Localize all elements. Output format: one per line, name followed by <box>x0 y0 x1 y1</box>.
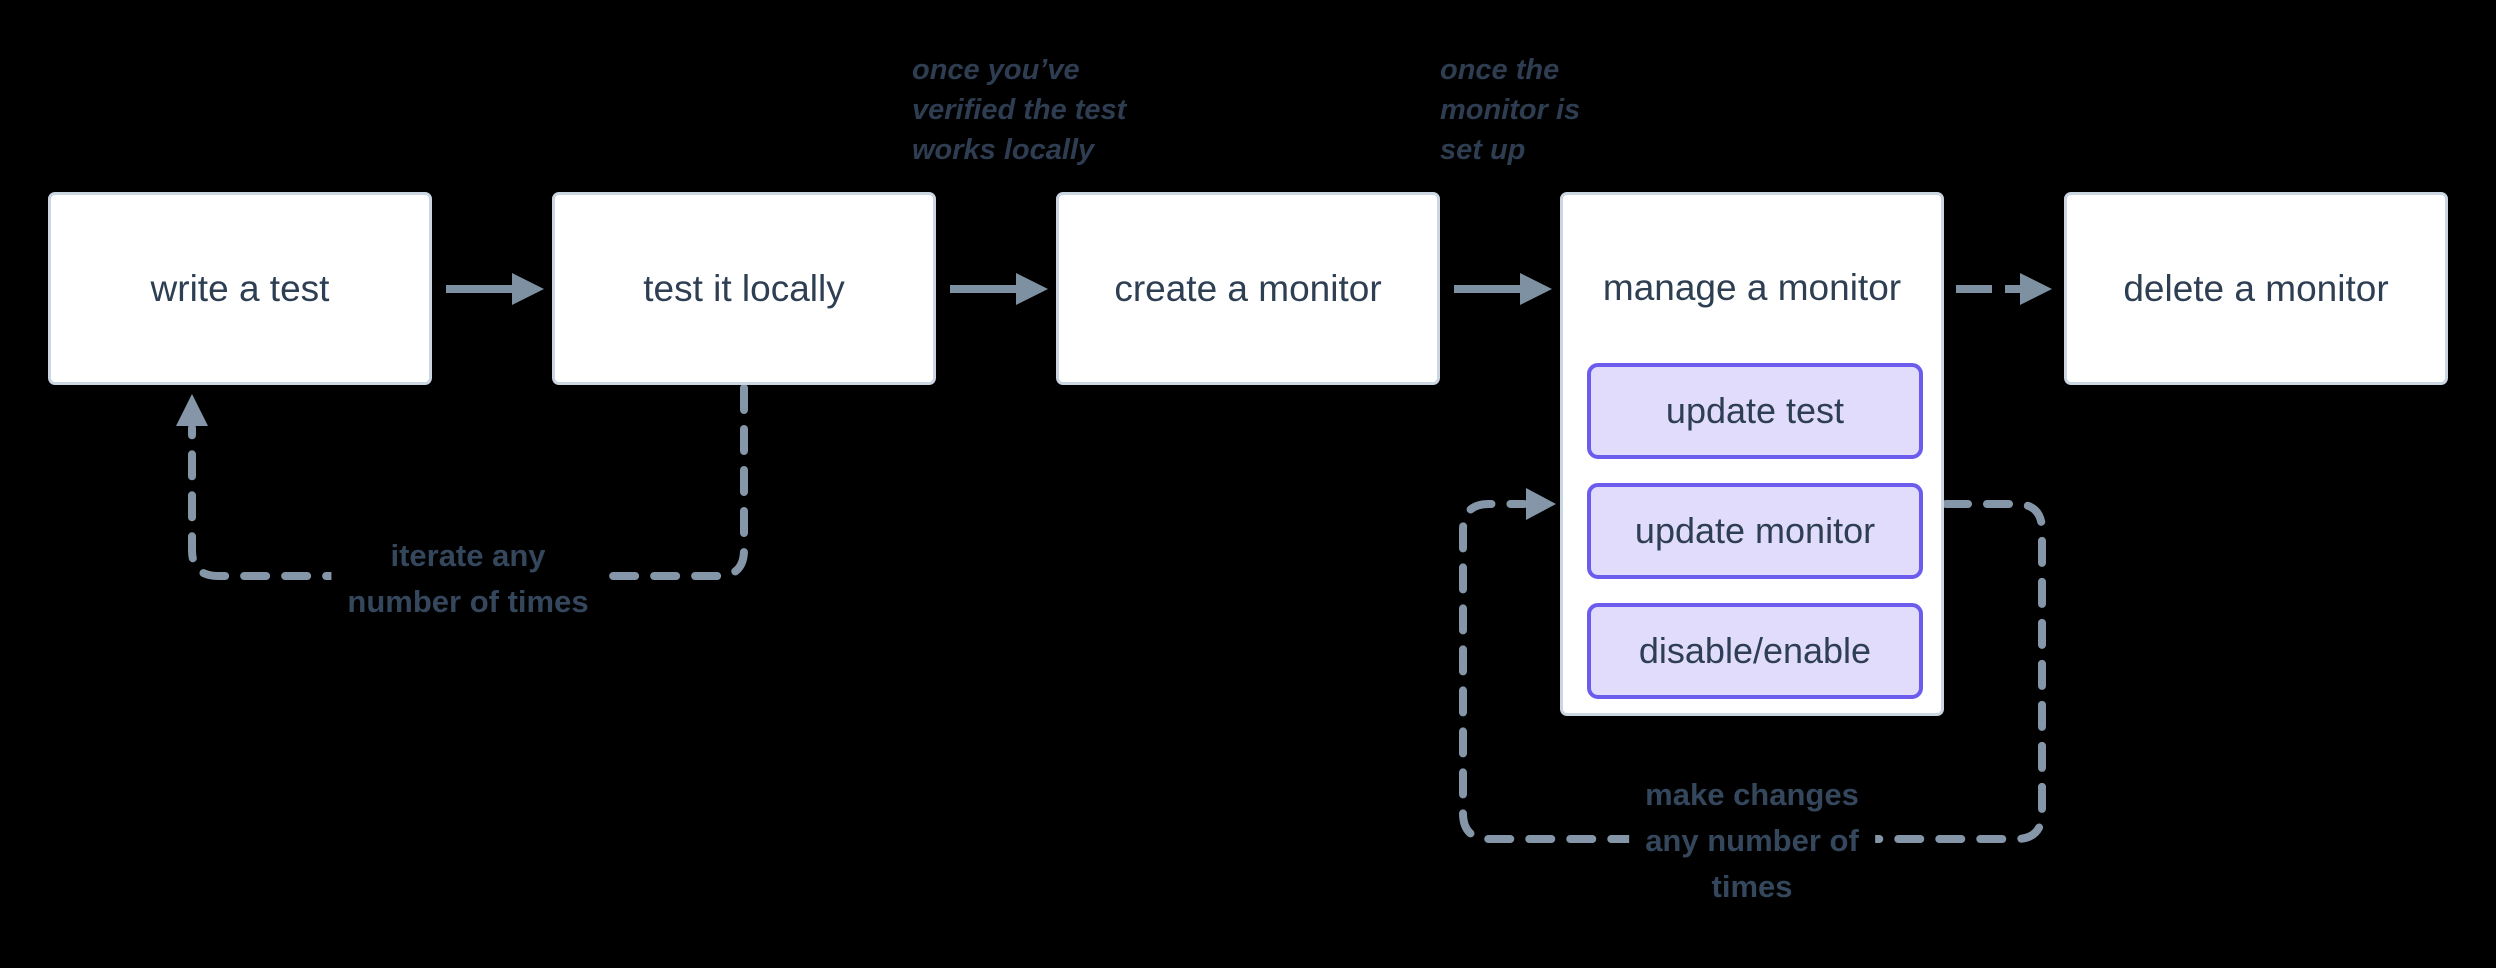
node-label: write a test <box>150 267 330 309</box>
subnode-update-monitor: update monitor <box>1587 483 1923 579</box>
node-test-it-locally: test it locally <box>552 192 936 385</box>
node-label: test it locally <box>643 267 845 309</box>
manage-monitor-header: manage a monitor <box>1563 195 1941 363</box>
subnode-disable-enable: disable/enable <box>1587 603 1923 699</box>
loop-label-make-changes: make changes any number of times <box>1629 772 1875 910</box>
subnode-label: update monitor <box>1634 510 1876 551</box>
subnode-label: disable/enable <box>1638 630 1872 671</box>
arrowhead-right-icon <box>1016 273 1048 305</box>
flow-arrow-create-to-manage <box>1454 273 1552 305</box>
annotation-once-set-up: once the monitor is set up <box>1440 54 1581 166</box>
flow-arrow-write-to-test <box>446 273 544 305</box>
annotation-once-verified: once you’ve verified the test works loca… <box>912 54 1127 166</box>
arrowhead-up-icon <box>176 394 208 426</box>
node-delete-a-monitor: delete a monitor <box>2064 192 2448 385</box>
node-create-a-monitor: create a monitor <box>1056 192 1440 385</box>
node-label: delete a monitor <box>2123 267 2389 309</box>
arrowhead-right-icon <box>512 273 544 305</box>
arrowhead-right-icon <box>1520 273 1552 305</box>
loop-label-iterate: iterate any number of times <box>331 533 605 625</box>
arrowhead-right-icon <box>2020 273 2052 305</box>
arrowhead-right-icon <box>1526 488 1556 520</box>
node-label: create a monitor <box>1114 267 1382 309</box>
subnode-update-test: update test <box>1587 363 1923 459</box>
node-manage-a-monitor: manage a monitor update test update moni… <box>1560 192 1944 716</box>
node-label: manage a monitor <box>1602 267 1902 308</box>
node-write-a-test: write a test <box>48 192 432 385</box>
flow-arrow-test-to-create <box>950 273 1048 305</box>
dashed-flow-arrow-manage-to-delete <box>1956 273 2052 305</box>
subnode-label: update test <box>1665 390 1845 431</box>
